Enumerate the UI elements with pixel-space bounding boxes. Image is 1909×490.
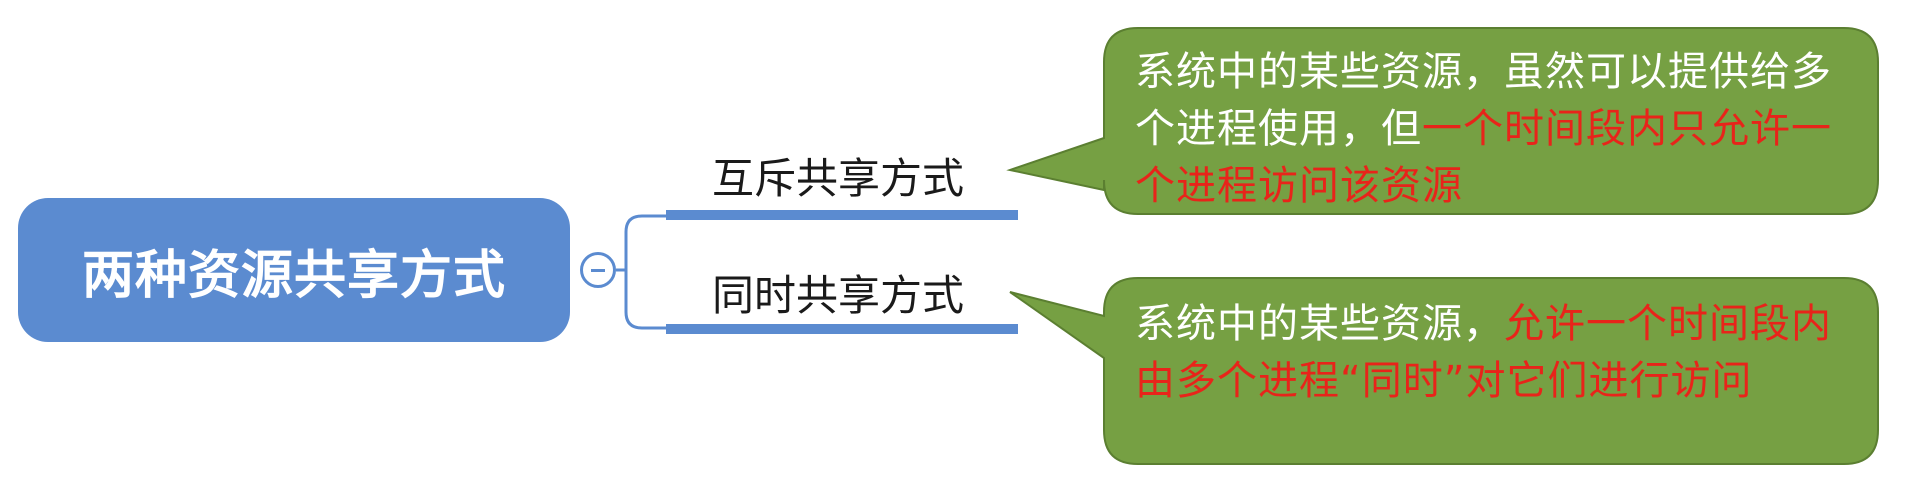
callout-text-1: 系统中的某些资源，虽然可以提供给多个进程使用，但一个时间段内只允许一个进程访问该…: [1135, 44, 1835, 215]
callout-1-normal-text: 系统中的某些资源，虽然可以提供给多个进程使用，但: [1135, 49, 1832, 152]
branch-underline-2: [666, 324, 1018, 334]
callout-1-highlight-text: 一个时间段内只允许一个进程访问该资源: [1135, 106, 1832, 209]
branch-label-mutex-sharing[interactable]: 互斥共享方式: [712, 154, 965, 203]
callout-text-2: 系统中的某些资源，允许一个时间段内由多个进程“同时”对它们进行访问: [1135, 296, 1835, 410]
callout-2-normal-text: 系统中的某些资源，: [1135, 301, 1504, 347]
connector-line-lower: [624, 270, 668, 330]
root-topic-label: 两种资源共享方式: [81, 245, 506, 306]
minus-circle-icon[interactable]: [580, 252, 616, 288]
callout-2-highlight-text: 允许一个时间段内由多个进程“同时”对它们进行访问: [1135, 301, 1832, 404]
root-topic-node[interactable]: 两种资源共享方式: [18, 198, 570, 342]
connector-line-upper: [616, 214, 668, 272]
branch-underline-1: [666, 210, 1018, 220]
callout-box-2: [1009, 277, 1879, 465]
minus-glyph: [591, 269, 605, 272]
callout-box-1: [1006, 27, 1879, 215]
branch-label-simultaneous-sharing[interactable]: 同时共享方式: [712, 271, 965, 320]
